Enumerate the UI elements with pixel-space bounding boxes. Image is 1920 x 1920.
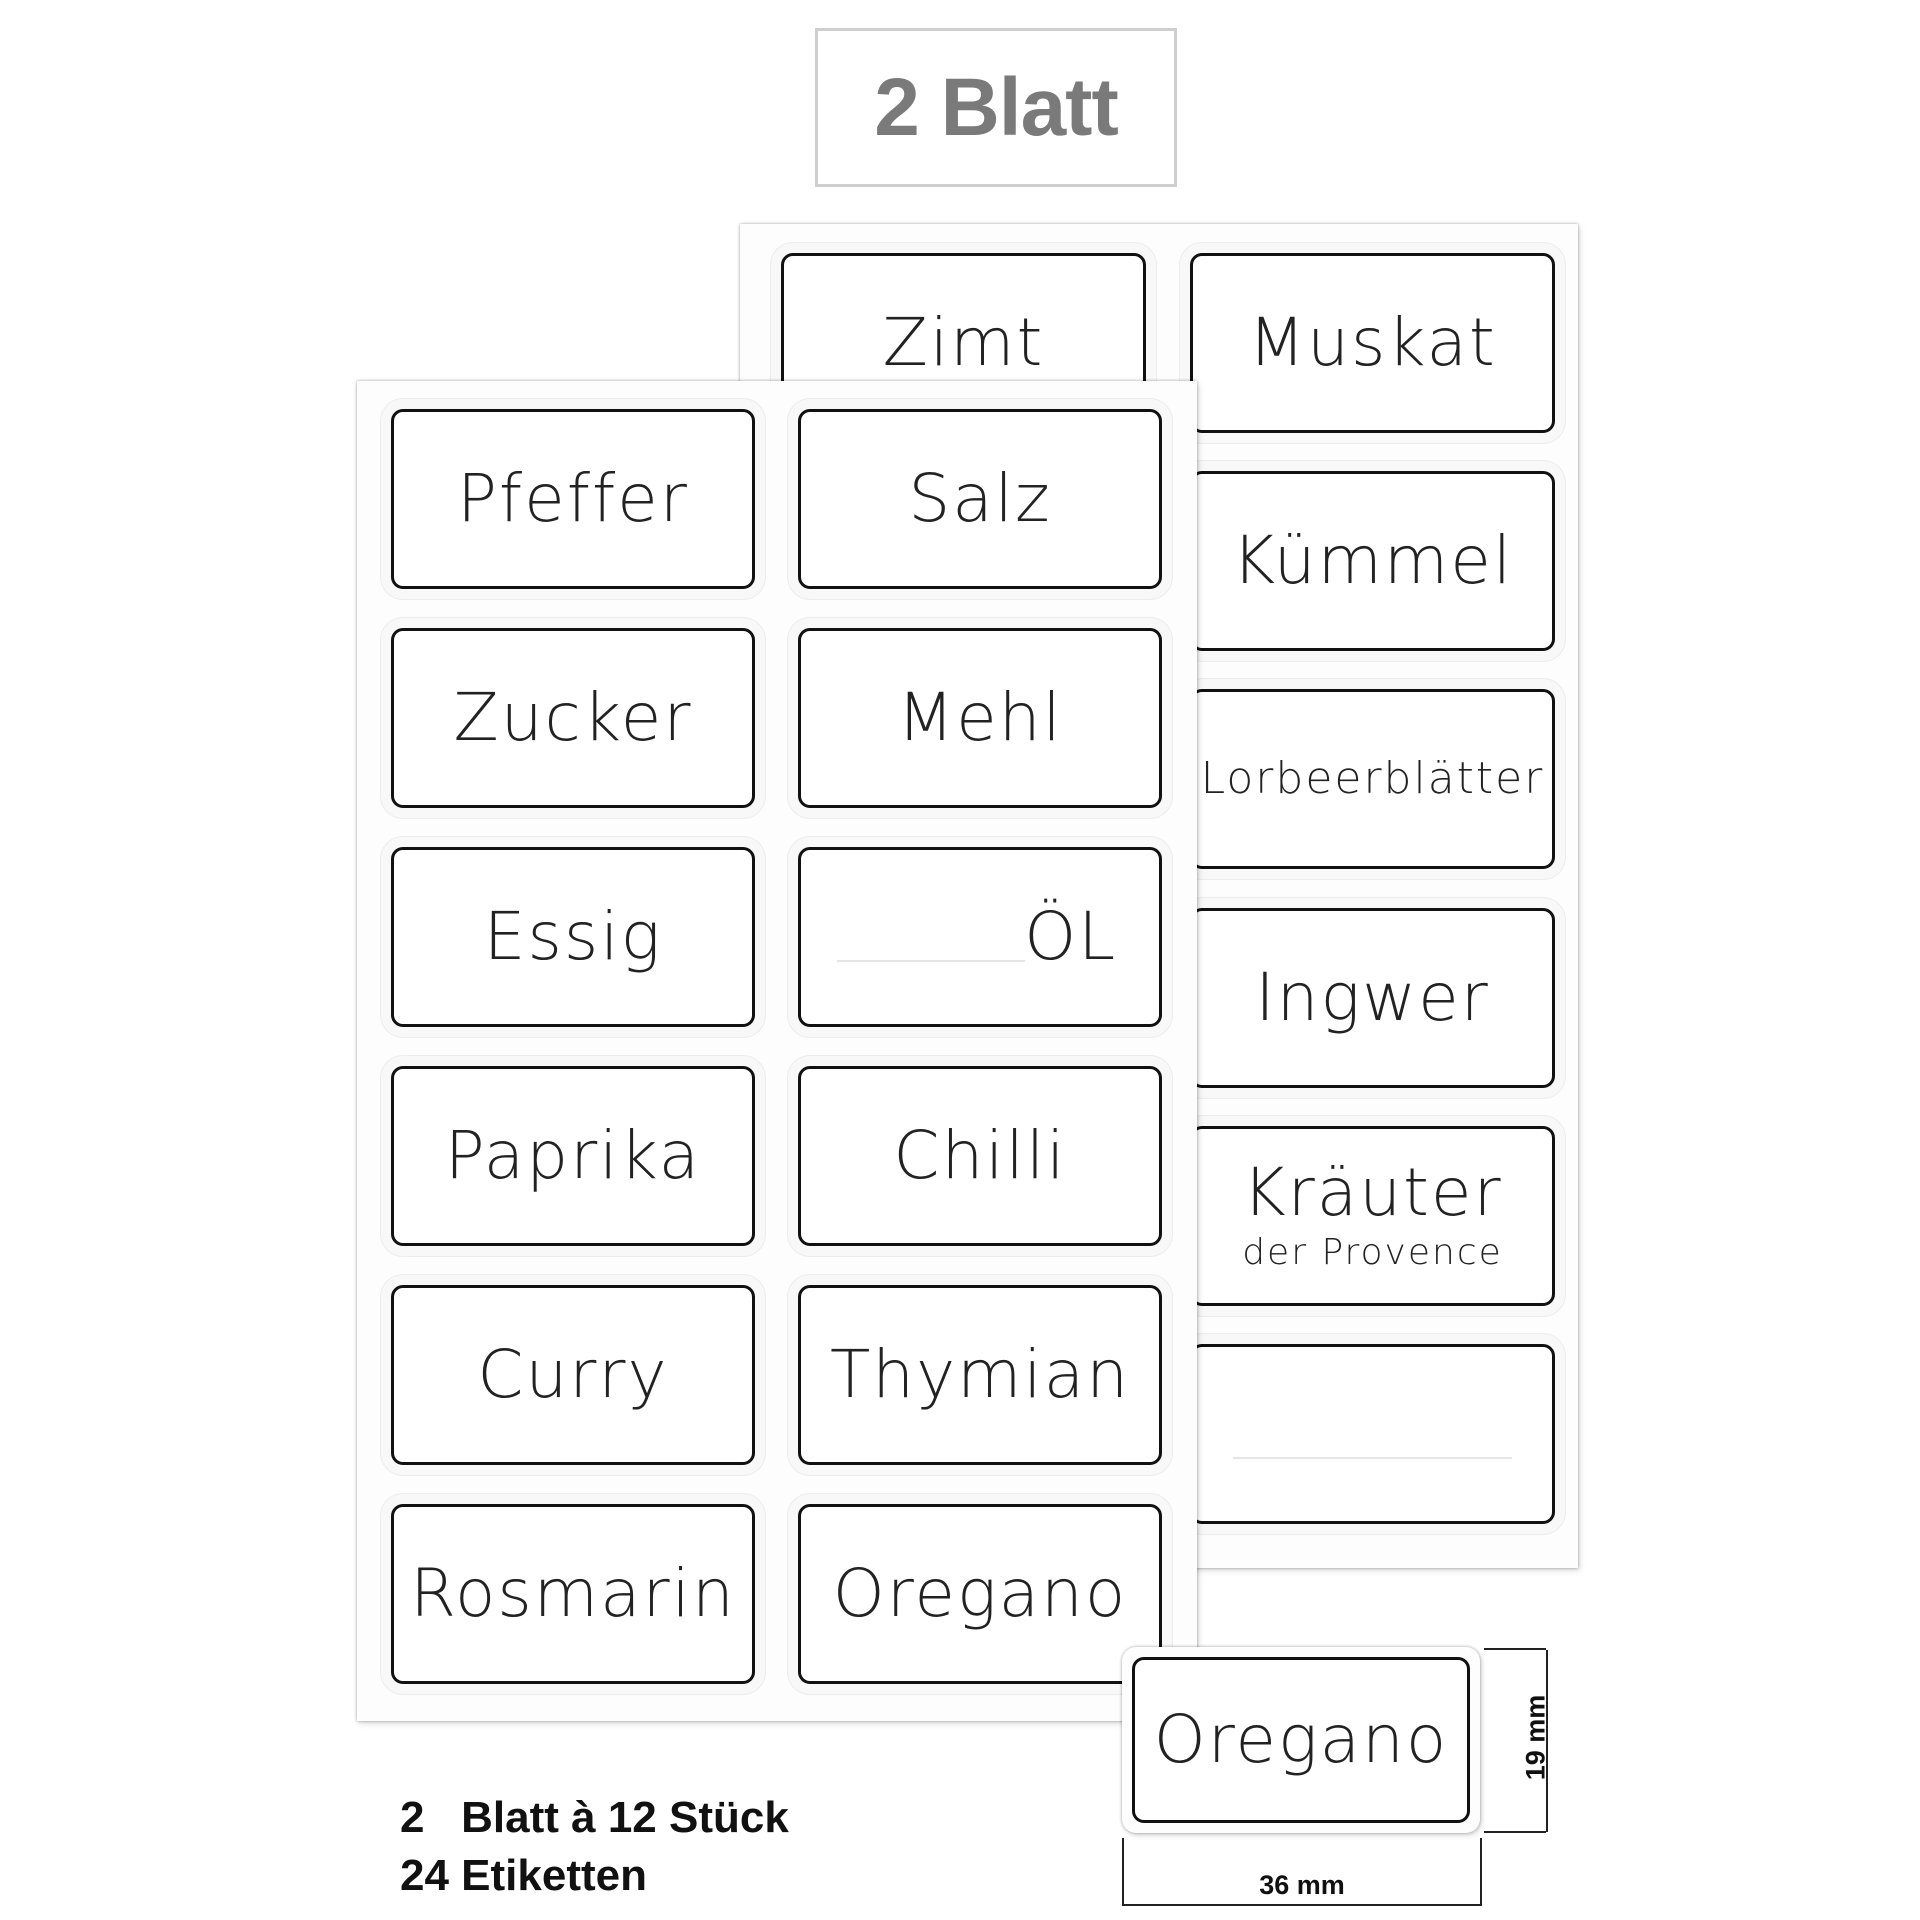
- label-oel: ÖL: [798, 847, 1162, 1027]
- label-text: ÖL: [1024, 898, 1117, 975]
- label-oregano: Oregano: [798, 1504, 1162, 1684]
- label-lorbeerblaetter: Lorbeerblätter: [1190, 689, 1555, 869]
- height-dimension-tick: [1484, 1648, 1546, 1650]
- label-curry: Curry: [391, 1285, 755, 1465]
- sample-label: Oregano: [1132, 1657, 1470, 1823]
- info-sheets: 2 Blatt à 12 Stück: [400, 1793, 789, 1842]
- label-chilli: Chilli: [798, 1066, 1162, 1246]
- label-muskat: Muskat: [1190, 253, 1555, 433]
- label-text: Zucker: [453, 679, 693, 756]
- width-dimension-tick: [1122, 1838, 1124, 1904]
- label-sheet-front: Pfeffer Salz Zucker Mehl Essig ÖL Paprik…: [357, 381, 1197, 1721]
- width-dimension-line: [1122, 1904, 1482, 1906]
- title: 2 Blatt: [874, 61, 1119, 153]
- width-label: 36 mm: [1259, 1870, 1345, 1900]
- label-text: Paprika: [444, 1117, 702, 1194]
- label-text: Chilli: [893, 1117, 1067, 1194]
- label-text: Muskat: [1248, 304, 1497, 381]
- sample-label-backing: Oregano: [1122, 1647, 1480, 1833]
- info-count: 24 Etiketten: [400, 1851, 647, 1900]
- label-text: Lorbeerblätter: [1200, 753, 1545, 804]
- height-label: 19 mm: [1520, 1694, 1551, 1781]
- height-dimension-line: [1546, 1650, 1548, 1832]
- label-ingwer: Ingwer: [1190, 908, 1555, 1088]
- label-zucker: Zucker: [391, 628, 755, 808]
- label-subtext: der Provence: [1242, 1231, 1503, 1273]
- label-essig: Essig: [391, 847, 755, 1027]
- label-pfeffer: Pfeffer: [391, 409, 755, 589]
- label-mehl: Mehl: [798, 628, 1162, 808]
- label-text: Thymian: [829, 1336, 1131, 1413]
- writing-line: [837, 960, 1025, 962]
- label-text: Mehl: [897, 679, 1063, 756]
- label-salz: Salz: [798, 409, 1162, 589]
- label-text: Kräuter: [1242, 1153, 1503, 1231]
- label-text: Rosmarin: [410, 1555, 736, 1632]
- label-text: Zimt: [882, 304, 1045, 381]
- label-text: Curry: [477, 1336, 669, 1413]
- label-text: Oregano: [832, 1555, 1128, 1632]
- label-blank: [1190, 1344, 1555, 1524]
- label-text: Oregano: [1153, 1701, 1449, 1778]
- label-rosmarin: Rosmarin: [391, 1504, 755, 1684]
- label-kraeuter: Kräuter der Provence: [1190, 1126, 1555, 1306]
- label-text: Ingwer: [1255, 959, 1490, 1036]
- label-paprika: Paprika: [391, 1066, 755, 1246]
- label-text: Kümmel: [1231, 522, 1514, 599]
- height-dimension-tick: [1484, 1831, 1546, 1833]
- width-dimension-tick: [1480, 1838, 1482, 1904]
- label-text: Essig: [483, 898, 663, 975]
- label-kuemmel: Kümmel: [1190, 471, 1555, 651]
- label-text: Salz: [908, 460, 1052, 537]
- label-thymian: Thymian: [798, 1285, 1162, 1465]
- title-box: 2 Blatt: [815, 28, 1177, 187]
- writing-line: [1233, 1457, 1512, 1459]
- label-text: Pfeffer: [457, 460, 689, 537]
